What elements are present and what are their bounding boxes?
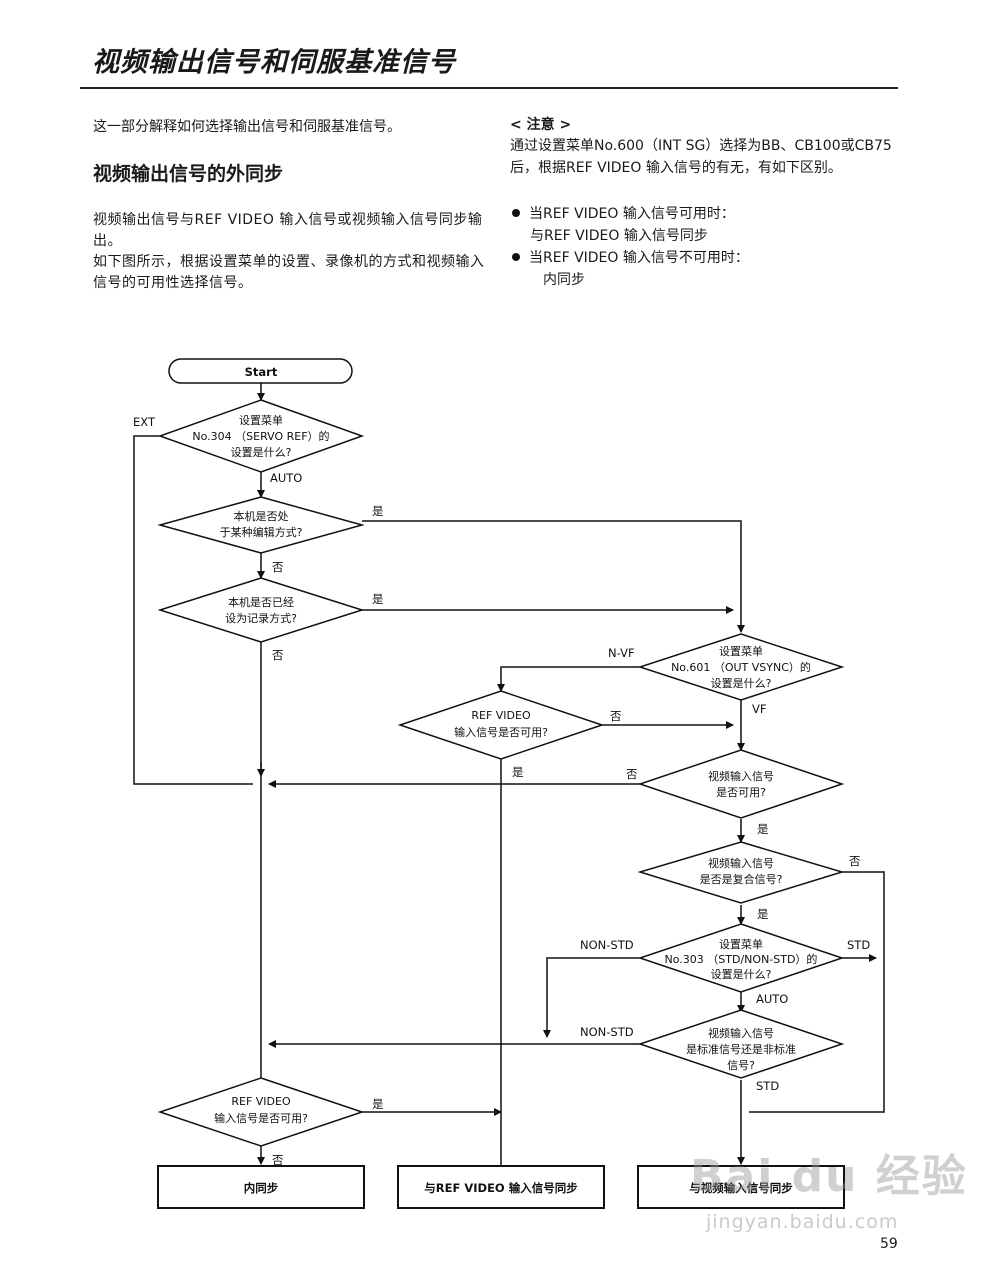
label-yes-edit: 是 bbox=[372, 504, 384, 518]
label-no-record: 否 bbox=[272, 648, 284, 662]
d4-line-2: No.601 （OUT VSYNC）的 bbox=[671, 660, 811, 674]
d3-line-1: 本机是否已经 bbox=[228, 595, 294, 609]
decision-ref-video-2 bbox=[157, 1077, 365, 1147]
note-bullet-1: 当REF VIDEO 输入信号可用时： bbox=[512, 203, 735, 223]
start-terminal bbox=[168, 358, 353, 384]
section-heading: 视频输出信号的外同步 bbox=[93, 163, 284, 185]
d9-line-2: 是标准信号还是非标准 bbox=[686, 1042, 796, 1056]
note-bullet-2: 当REF VIDEO 输入信号不可用时： bbox=[512, 247, 749, 267]
intro-text: 这一部分解释如何选择输出信号和伺服基准信号。 bbox=[93, 119, 401, 135]
watermark-logo: Bai du 经验 bbox=[690, 1151, 968, 1202]
label-nonstd-1: NON-STD bbox=[580, 938, 634, 952]
label-auto-2: AUTO bbox=[756, 992, 788, 1006]
paragraph-1: 视频输出信号与REF VIDEO 输入信号或视频输入信号同步输出。 bbox=[93, 212, 483, 249]
d10-line-2: 输入信号是否可用? bbox=[214, 1111, 308, 1125]
label-no-video-input: 否 bbox=[626, 767, 638, 781]
note-heading: < 注意 > bbox=[510, 117, 572, 133]
watermark-url: jingyan.baidu.com bbox=[706, 1211, 899, 1233]
d7-line-1: 视频输入信号 bbox=[708, 856, 774, 870]
d8-line-3: 设置是什么? bbox=[711, 968, 772, 981]
bullet-dot-icon bbox=[512, 253, 520, 261]
note-text: 通过设置菜单No.600（INT SG）选择为BB、CB100或CB75后，根据… bbox=[510, 138, 892, 176]
d4-line-1: 设置菜单 bbox=[719, 645, 763, 658]
label-yes-ref-video-1: 是 bbox=[512, 765, 524, 779]
page-title: 视频输出信号和伺服基准信号 bbox=[92, 47, 456, 78]
decision-video-input-available bbox=[637, 749, 845, 819]
d8-line-1: 设置菜单 bbox=[719, 938, 763, 951]
bullet-dot-icon bbox=[512, 209, 520, 217]
d4-line-3: 设置是什么? bbox=[711, 677, 772, 690]
d6-line-1: 视频输入信号 bbox=[708, 769, 774, 783]
d8-line-2: No.303 （STD/NON-STD）的 bbox=[665, 952, 818, 966]
d1-line-2: No.304 （SERVO REF）的 bbox=[192, 429, 329, 443]
page-number: 59 bbox=[880, 1236, 898, 1252]
label-no-ref-video-2: 否 bbox=[272, 1153, 284, 1167]
d10-line-1: REF VIDEO bbox=[231, 1095, 291, 1108]
d1-line-3: 设置是什么? bbox=[231, 446, 292, 459]
label-nvf: N-VF bbox=[608, 646, 635, 660]
label-vf: VF bbox=[752, 702, 766, 716]
decision-record-mode bbox=[157, 577, 365, 643]
d5-line-2: 输入信号是否可用? bbox=[454, 725, 548, 739]
title-rule bbox=[80, 87, 898, 89]
label-auto-1: AUTO bbox=[270, 471, 302, 485]
note-bullet-1-detail: 与REF VIDEO 输入信号同步 bbox=[530, 228, 708, 244]
d2-line-2: 于某种编辑方式? bbox=[220, 525, 303, 539]
note-bullet-2-detail: 内同步 bbox=[543, 272, 585, 288]
decision-out-vsync bbox=[637, 633, 845, 701]
d1-line-1: 设置菜单 bbox=[239, 414, 283, 427]
label-ext: EXT bbox=[133, 415, 156, 429]
d7-line-2: 是否是复合信号? bbox=[700, 872, 783, 886]
paragraph-2: 如下图所示，根据设置菜单的设置、录像机的方式和视频输入信号的可用性选择信号。 bbox=[93, 254, 485, 291]
end-ref-video-sync bbox=[397, 1165, 605, 1209]
decision-edit-mode bbox=[157, 496, 365, 554]
label-nonstd-2: NON-STD bbox=[580, 1025, 634, 1039]
end-video-input-sync bbox=[637, 1165, 845, 1209]
label-yes-video-input: 是 bbox=[757, 822, 769, 836]
label-no-edit: 否 bbox=[272, 560, 284, 574]
decision-ref-video-1 bbox=[397, 690, 605, 760]
label-std-2: STD bbox=[756, 1079, 779, 1093]
start-label: Start bbox=[245, 365, 278, 379]
note-bullet-1-label: 当REF VIDEO 输入信号可用时： bbox=[529, 206, 735, 222]
d9-line-3: 信号? bbox=[727, 1059, 755, 1072]
decision-std-nonstd bbox=[637, 923, 845, 993]
d3-line-2: 设为记录方式? bbox=[225, 611, 297, 625]
label-no-composite: 否 bbox=[849, 854, 861, 868]
end-internal-sync-label: 内同步 bbox=[244, 1181, 279, 1195]
end-internal-sync bbox=[157, 1165, 365, 1209]
decision-composite bbox=[637, 841, 845, 904]
decision-servo-ref bbox=[157, 399, 365, 473]
label-std-1: STD bbox=[847, 938, 870, 952]
d6-line-2: 是否可用? bbox=[716, 786, 766, 799]
label-yes-composite: 是 bbox=[757, 907, 769, 921]
d2-line-1: 本机是否处 bbox=[234, 509, 289, 523]
label-yes-record: 是 bbox=[372, 592, 384, 606]
end-video-input-sync-label: 与视频输入信号同步 bbox=[689, 1181, 793, 1195]
end-ref-video-sync-label: 与REF VIDEO 输入信号同步 bbox=[424, 1181, 577, 1195]
decision-standard-signal bbox=[637, 1009, 845, 1079]
note-bullet-2-label: 当REF VIDEO 输入信号不可用时： bbox=[529, 250, 749, 266]
label-no-ref-video-1: 否 bbox=[610, 709, 622, 723]
d5-line-1: REF VIDEO bbox=[471, 709, 531, 722]
d9-line-1: 视频输入信号 bbox=[708, 1026, 774, 1040]
label-yes-ref-video-2: 是 bbox=[372, 1097, 384, 1111]
